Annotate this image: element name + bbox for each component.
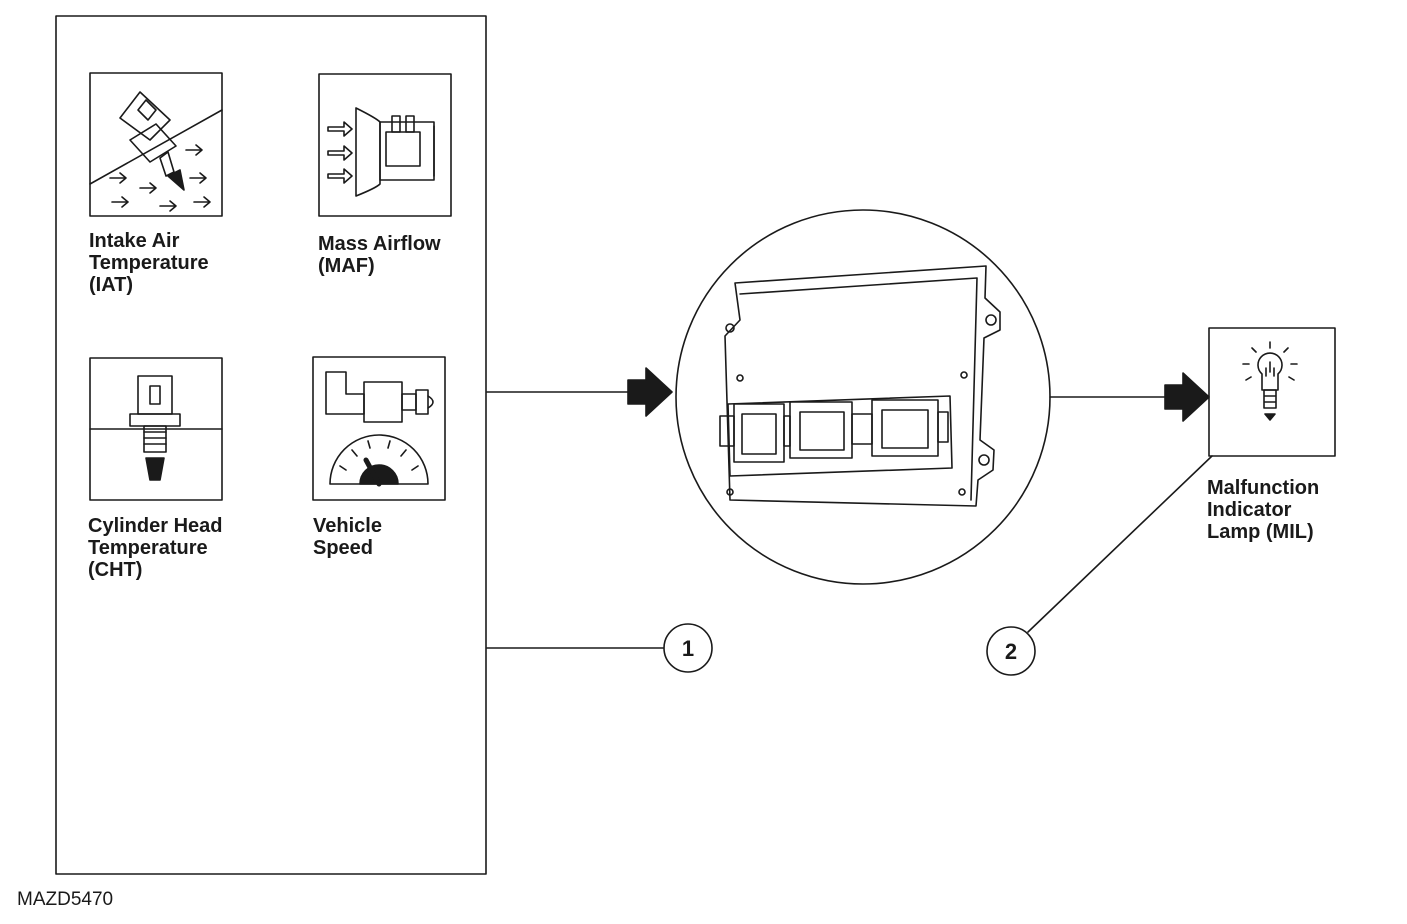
maf-label-line-2: (MAF) bbox=[318, 255, 375, 277]
callout-2-number: 2 bbox=[1005, 639, 1017, 664]
cht-label-line-3: (CHT) bbox=[88, 559, 143, 581]
iat-label-line-1: Intake Air bbox=[89, 230, 180, 252]
mil-label-line-3: Lamp (MIL) bbox=[1207, 521, 1314, 543]
vehicle-speed-label-line-2: Speed bbox=[313, 537, 374, 559]
mil-label-line-1: Malfunction bbox=[1207, 477, 1320, 499]
cht-label: Cylinder Head Temperature (CHT) bbox=[88, 515, 222, 581]
maf-label-line-1: Mass Airflow bbox=[318, 233, 441, 255]
iat-label-line-2: Temperature bbox=[89, 252, 209, 274]
iat-label: Intake Air Temperature (IAT) bbox=[89, 230, 209, 296]
arrow-right-icon bbox=[627, 367, 673, 417]
callout-1-number: 1 bbox=[682, 636, 694, 661]
cht-sensor-icon bbox=[89, 357, 223, 501]
mil-lamp-icon bbox=[1208, 327, 1336, 457]
mil-label: Malfunction Indicator Lamp (MIL) bbox=[1207, 477, 1319, 543]
callout-2-circle bbox=[986, 626, 1036, 676]
mil-label-line-2: Indicator bbox=[1207, 499, 1292, 521]
vehicle-speed-label-line-1: Vehicle bbox=[313, 515, 382, 537]
maf-label: Mass Airflow (MAF) bbox=[318, 233, 441, 277]
arrow-right-icon bbox=[1164, 372, 1210, 422]
vehicle-speed-label: Vehicle Speed bbox=[313, 515, 382, 559]
pcm-circle bbox=[675, 209, 1051, 585]
cht-label-line-1: Cylinder Head bbox=[88, 515, 223, 537]
cht-label-line-2: Temperature bbox=[88, 537, 208, 559]
callout-2-leader bbox=[1027, 455, 1213, 633]
callout-1-circle bbox=[663, 623, 713, 673]
maf-sensor-icon bbox=[318, 73, 452, 217]
figure-code: MAZD5470 bbox=[17, 889, 114, 910]
iat-sensor-icon bbox=[89, 72, 223, 217]
vehicle-speed-icon bbox=[312, 356, 446, 501]
pcm-module-icon bbox=[719, 265, 1001, 507]
sensor-panel bbox=[55, 15, 487, 875]
iat-label-line-3: (IAT) bbox=[89, 274, 134, 296]
